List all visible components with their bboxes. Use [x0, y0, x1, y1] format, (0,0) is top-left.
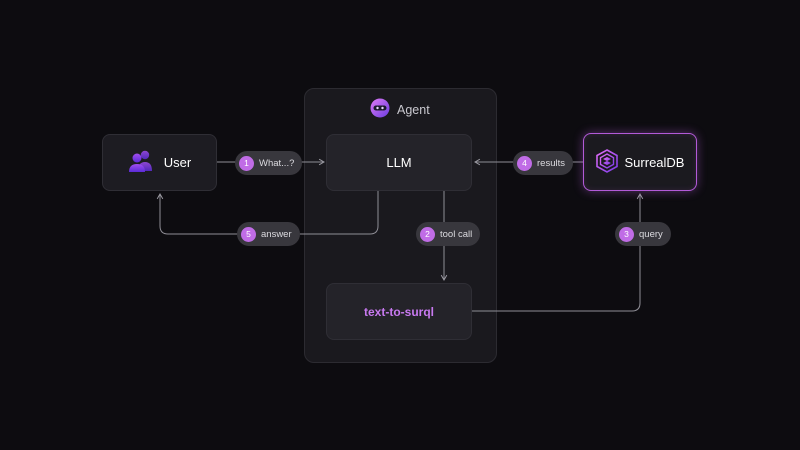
- step-1-label: What...?: [259, 157, 295, 169]
- step-4-number: 4: [517, 155, 532, 171]
- step-2-label: tool call: [440, 228, 473, 240]
- step-4-pill: 4 results: [513, 151, 573, 175]
- step-1-pill: 1 What...?: [235, 151, 303, 175]
- agent-header: Agent: [370, 98, 430, 122]
- text-to-surql-label: text-to-surql: [364, 304, 434, 319]
- step-4-label: results: [537, 157, 565, 169]
- step-3-label: query: [639, 228, 663, 240]
- agent-label: Agent: [397, 103, 430, 117]
- agent-icon: [370, 98, 390, 123]
- step-2-pill: 2 tool call: [416, 222, 481, 246]
- llm-label: LLM: [386, 155, 412, 170]
- step-5-number: 5: [241, 226, 256, 242]
- llm-node: LLM: [326, 134, 472, 191]
- surrealdb-logo-icon: [595, 148, 618, 176]
- user-node: User: [102, 134, 217, 191]
- step-3-number: 3: [619, 226, 634, 242]
- step-5-pill: 5 answer: [237, 222, 300, 246]
- surrealdb-node: SurrealDB: [583, 133, 697, 191]
- user-label: User: [163, 155, 192, 170]
- step-5-label: answer: [261, 228, 292, 240]
- step-1-number: 1: [239, 155, 254, 171]
- users-icon: [128, 149, 154, 176]
- edge-tool-to-surrealdb: [472, 193, 644, 312]
- surrealdb-label: SurrealDB: [624, 154, 685, 170]
- step-3-pill: 3 query: [615, 222, 671, 246]
- text-to-surql-node: text-to-surql: [326, 283, 472, 340]
- step-2-number: 2: [420, 226, 435, 242]
